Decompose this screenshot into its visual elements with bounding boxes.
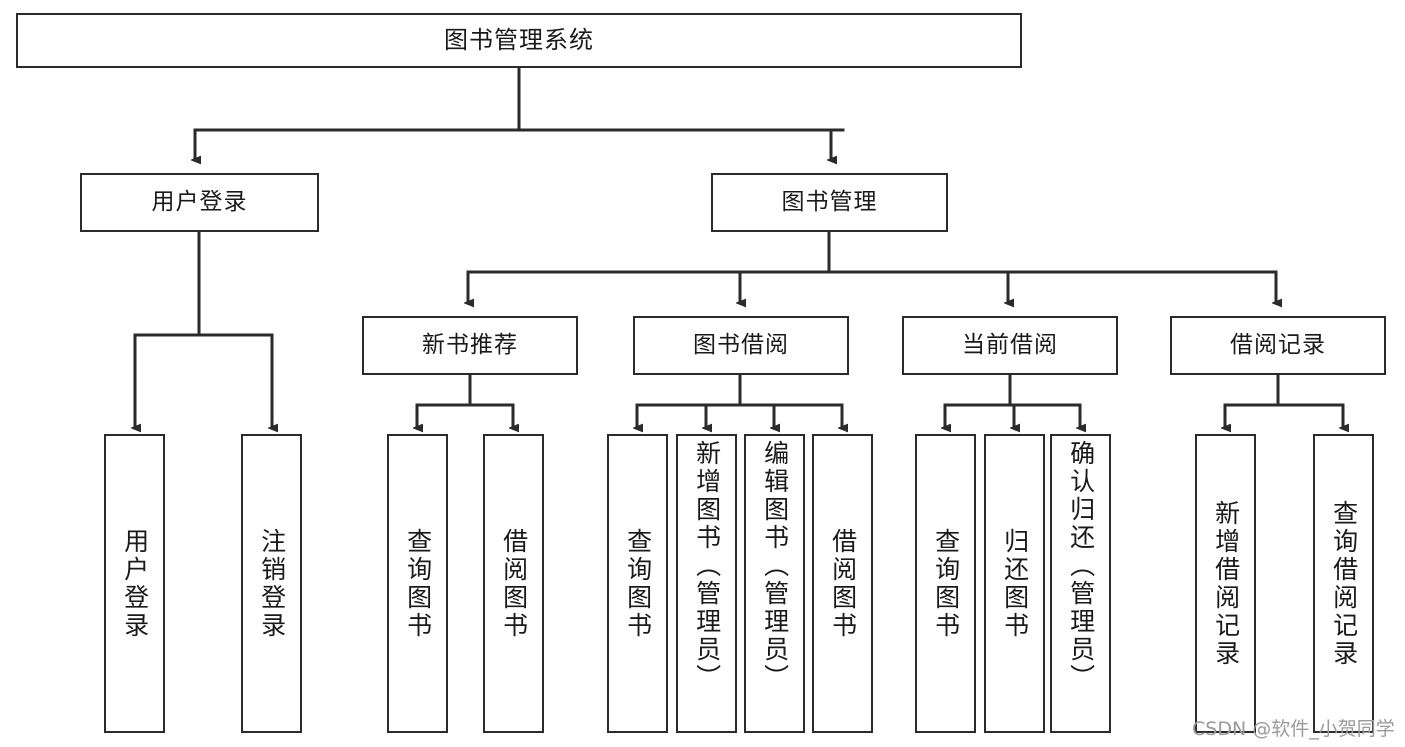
watermark: CSDN @软件_小贺同学 bbox=[1192, 718, 1395, 740]
leaf-borrow-book-2-label: 借阅图书 bbox=[828, 527, 858, 640]
leaf-add-record[interactable]: 新增借阅记录 bbox=[1195, 434, 1256, 733]
leaf-confirm-return[interactable]: 确认归还（管理员） bbox=[1050, 434, 1111, 733]
node-book-borrow-label: 图书借阅 bbox=[693, 331, 789, 358]
leaf-return-book-label: 归还图书 bbox=[1000, 527, 1030, 640]
leaf-confirm-return-label: 确认归还（管理员） bbox=[1066, 440, 1096, 692]
leaf-query-book-3-label: 查询图书 bbox=[931, 527, 961, 640]
node-new-book-recommend-label: 新书推荐 bbox=[422, 331, 518, 358]
leaf-query-book-3[interactable]: 查询图书 bbox=[915, 434, 976, 733]
leaf-borrow-book-1[interactable]: 借阅图书 bbox=[483, 434, 544, 733]
node-book-manage[interactable]: 图书管理 bbox=[711, 173, 948, 232]
node-borrow-record[interactable]: 借阅记录 bbox=[1170, 316, 1386, 375]
leaf-add-record-label: 新增借阅记录 bbox=[1211, 499, 1241, 668]
node-user-login[interactable]: 用户登录 bbox=[80, 173, 319, 232]
leaf-query-book-2[interactable]: 查询图书 bbox=[607, 434, 668, 733]
node-current-borrow-label: 当前借阅 bbox=[962, 331, 1058, 358]
leaf-borrow-book-2[interactable]: 借阅图书 bbox=[812, 434, 873, 733]
leaf-edit-book[interactable]: 编辑图书（管理员） bbox=[744, 434, 805, 733]
leaf-logout[interactable]: 注销登录 bbox=[241, 434, 302, 733]
leaf-add-book[interactable]: 新增图书（管理员） bbox=[676, 434, 737, 733]
leaf-query-book-1-label: 查询图书 bbox=[403, 527, 433, 640]
node-book-borrow[interactable]: 图书借阅 bbox=[633, 316, 849, 375]
node-current-borrow[interactable]: 当前借阅 bbox=[902, 316, 1118, 375]
leaf-logout-label: 注销登录 bbox=[257, 527, 287, 640]
leaf-user-login-label: 用户登录 bbox=[120, 527, 150, 640]
leaf-edit-book-label: 编辑图书（管理员） bbox=[760, 440, 790, 692]
leaf-query-book-1[interactable]: 查询图书 bbox=[387, 434, 448, 733]
node-user-login-label: 用户登录 bbox=[151, 188, 248, 215]
leaf-query-record[interactable]: 查询借阅记录 bbox=[1313, 434, 1374, 733]
leaf-add-book-label: 新增图书（管理员） bbox=[692, 440, 722, 692]
leaf-borrow-book-1-label: 借阅图书 bbox=[499, 527, 529, 640]
leaf-return-book[interactable]: 归还图书 bbox=[984, 434, 1045, 733]
leaf-query-book-2-label: 查询图书 bbox=[623, 527, 653, 640]
node-borrow-record-label: 借阅记录 bbox=[1230, 331, 1326, 358]
leaf-query-record-label: 查询借阅记录 bbox=[1329, 499, 1359, 668]
node-book-manage-label: 图书管理 bbox=[781, 188, 878, 215]
node-root[interactable]: 图书管理系统 bbox=[16, 13, 1022, 68]
node-new-book-recommend[interactable]: 新书推荐 bbox=[362, 316, 578, 375]
leaf-user-login[interactable]: 用户登录 bbox=[104, 434, 165, 733]
node-root-label: 图书管理系统 bbox=[444, 26, 594, 55]
